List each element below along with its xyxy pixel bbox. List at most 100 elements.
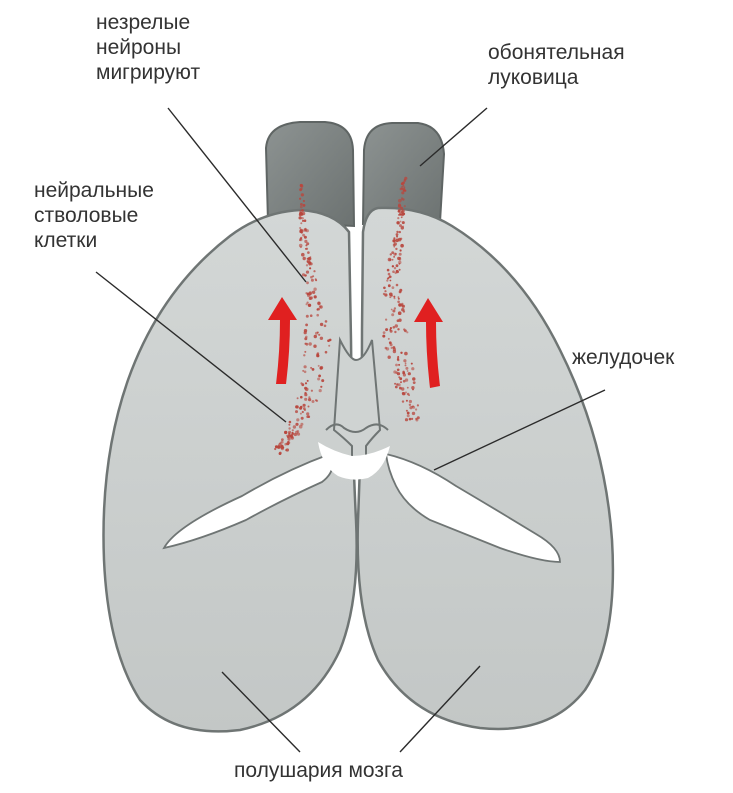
neuron-dot — [389, 329, 391, 331]
neuron-dot — [385, 347, 388, 350]
neuron-dot — [390, 327, 392, 329]
neuron-dot — [300, 206, 303, 209]
neuron-dot — [404, 393, 406, 395]
neuron-dot — [396, 221, 399, 224]
neuron-dot — [309, 342, 312, 345]
neuron-dot — [392, 310, 395, 313]
neuron-dot — [406, 410, 408, 412]
neuron-dot — [314, 295, 317, 298]
neuron-dot — [385, 319, 387, 321]
neuron-dot — [305, 343, 307, 345]
neuron-dot — [289, 421, 292, 424]
neuron-dot — [312, 291, 315, 294]
neuron-dot — [415, 408, 417, 410]
neuron-dot — [411, 367, 414, 370]
neuron-dot — [279, 452, 282, 455]
neuron-dot — [389, 296, 391, 298]
neuron-dot — [396, 233, 399, 236]
neuron-dot — [403, 310, 405, 312]
neuron-dot — [405, 392, 407, 394]
neuron-dot — [310, 314, 313, 317]
neuron-dot — [405, 367, 408, 370]
neuron-dot — [391, 295, 393, 297]
neuron-dot — [396, 383, 398, 385]
neuron-dot — [398, 203, 401, 206]
neuron-dot — [304, 331, 307, 334]
neuron-dot — [328, 345, 330, 347]
neuron-dot — [293, 425, 296, 428]
neuron-dot — [392, 259, 394, 261]
neuron-dot — [383, 287, 386, 290]
neuron-dot — [398, 364, 400, 366]
neuron-dot — [388, 273, 391, 276]
neuron-dot — [383, 293, 385, 295]
neuron-dot — [308, 406, 310, 408]
neuron-dot — [318, 375, 321, 378]
neuron-dot — [299, 188, 302, 191]
neuron-dot — [395, 386, 398, 389]
neuron-dot — [400, 249, 402, 251]
neuron-dot — [398, 298, 400, 300]
neuron-dot — [296, 418, 299, 421]
neuron-dot — [301, 185, 304, 188]
neuron-dot — [406, 400, 408, 402]
neuron-dot — [308, 304, 311, 307]
neuron-dot — [295, 410, 298, 413]
neuron-dot — [412, 412, 415, 415]
neuron-dot — [309, 267, 311, 269]
neuron-dot — [399, 269, 401, 271]
neuron-dot — [385, 328, 388, 331]
neuron-dot — [318, 334, 320, 336]
neuron-dot — [401, 216, 403, 218]
neuron-dot — [399, 212, 403, 216]
neuron-dot — [281, 438, 284, 441]
neuron-dot — [387, 269, 390, 272]
neuron-dot — [398, 376, 400, 378]
neuron-dot — [304, 387, 307, 390]
neuron-dot — [316, 314, 319, 317]
neuron-dot — [284, 431, 287, 434]
neuron-dot — [304, 398, 307, 401]
neuron-dot — [317, 378, 320, 381]
neuron-dot — [399, 387, 402, 390]
neuron-dot — [285, 449, 287, 451]
neuron-dot — [397, 358, 399, 360]
neuron-dot — [302, 212, 306, 216]
neuron-dot — [320, 386, 322, 388]
neuron-dot — [388, 277, 390, 279]
neuron-dot — [302, 234, 305, 237]
neuron-dot — [413, 381, 416, 384]
neuron-dot — [386, 280, 388, 282]
neuron-dot — [304, 351, 306, 353]
neuron-dot — [390, 253, 392, 255]
neuron-dot — [395, 364, 398, 367]
neuron-dot — [411, 363, 413, 365]
neuron-dot — [303, 354, 305, 356]
neuron-dot — [314, 335, 317, 338]
neuron-dot — [307, 293, 310, 296]
neuron-dot — [399, 231, 401, 233]
neuron-dot — [329, 339, 332, 342]
neuron-dot — [409, 418, 412, 421]
neuron-dot — [305, 274, 307, 276]
neuron-dot — [310, 296, 313, 299]
neuron-dot — [397, 319, 400, 322]
neuron-dot — [409, 404, 411, 406]
neuron-dot — [303, 407, 306, 410]
neuron-dot — [392, 270, 395, 273]
neuron-dot — [306, 248, 308, 250]
neuron-dot — [305, 324, 308, 327]
neuron-dot — [409, 400, 412, 403]
neuron-dot — [402, 182, 404, 184]
neuron-dot — [297, 397, 299, 399]
neuron-dot — [305, 230, 307, 232]
neuron-dot — [395, 248, 397, 250]
neuron-dot — [291, 432, 293, 434]
neuron-dot — [397, 217, 399, 219]
neuron-dot — [415, 418, 417, 420]
neuron-dot — [300, 222, 302, 224]
neuron-dot — [317, 332, 319, 334]
neuron-dot — [302, 411, 304, 413]
neuron-dot — [400, 304, 403, 307]
neuron-dot — [399, 253, 402, 256]
